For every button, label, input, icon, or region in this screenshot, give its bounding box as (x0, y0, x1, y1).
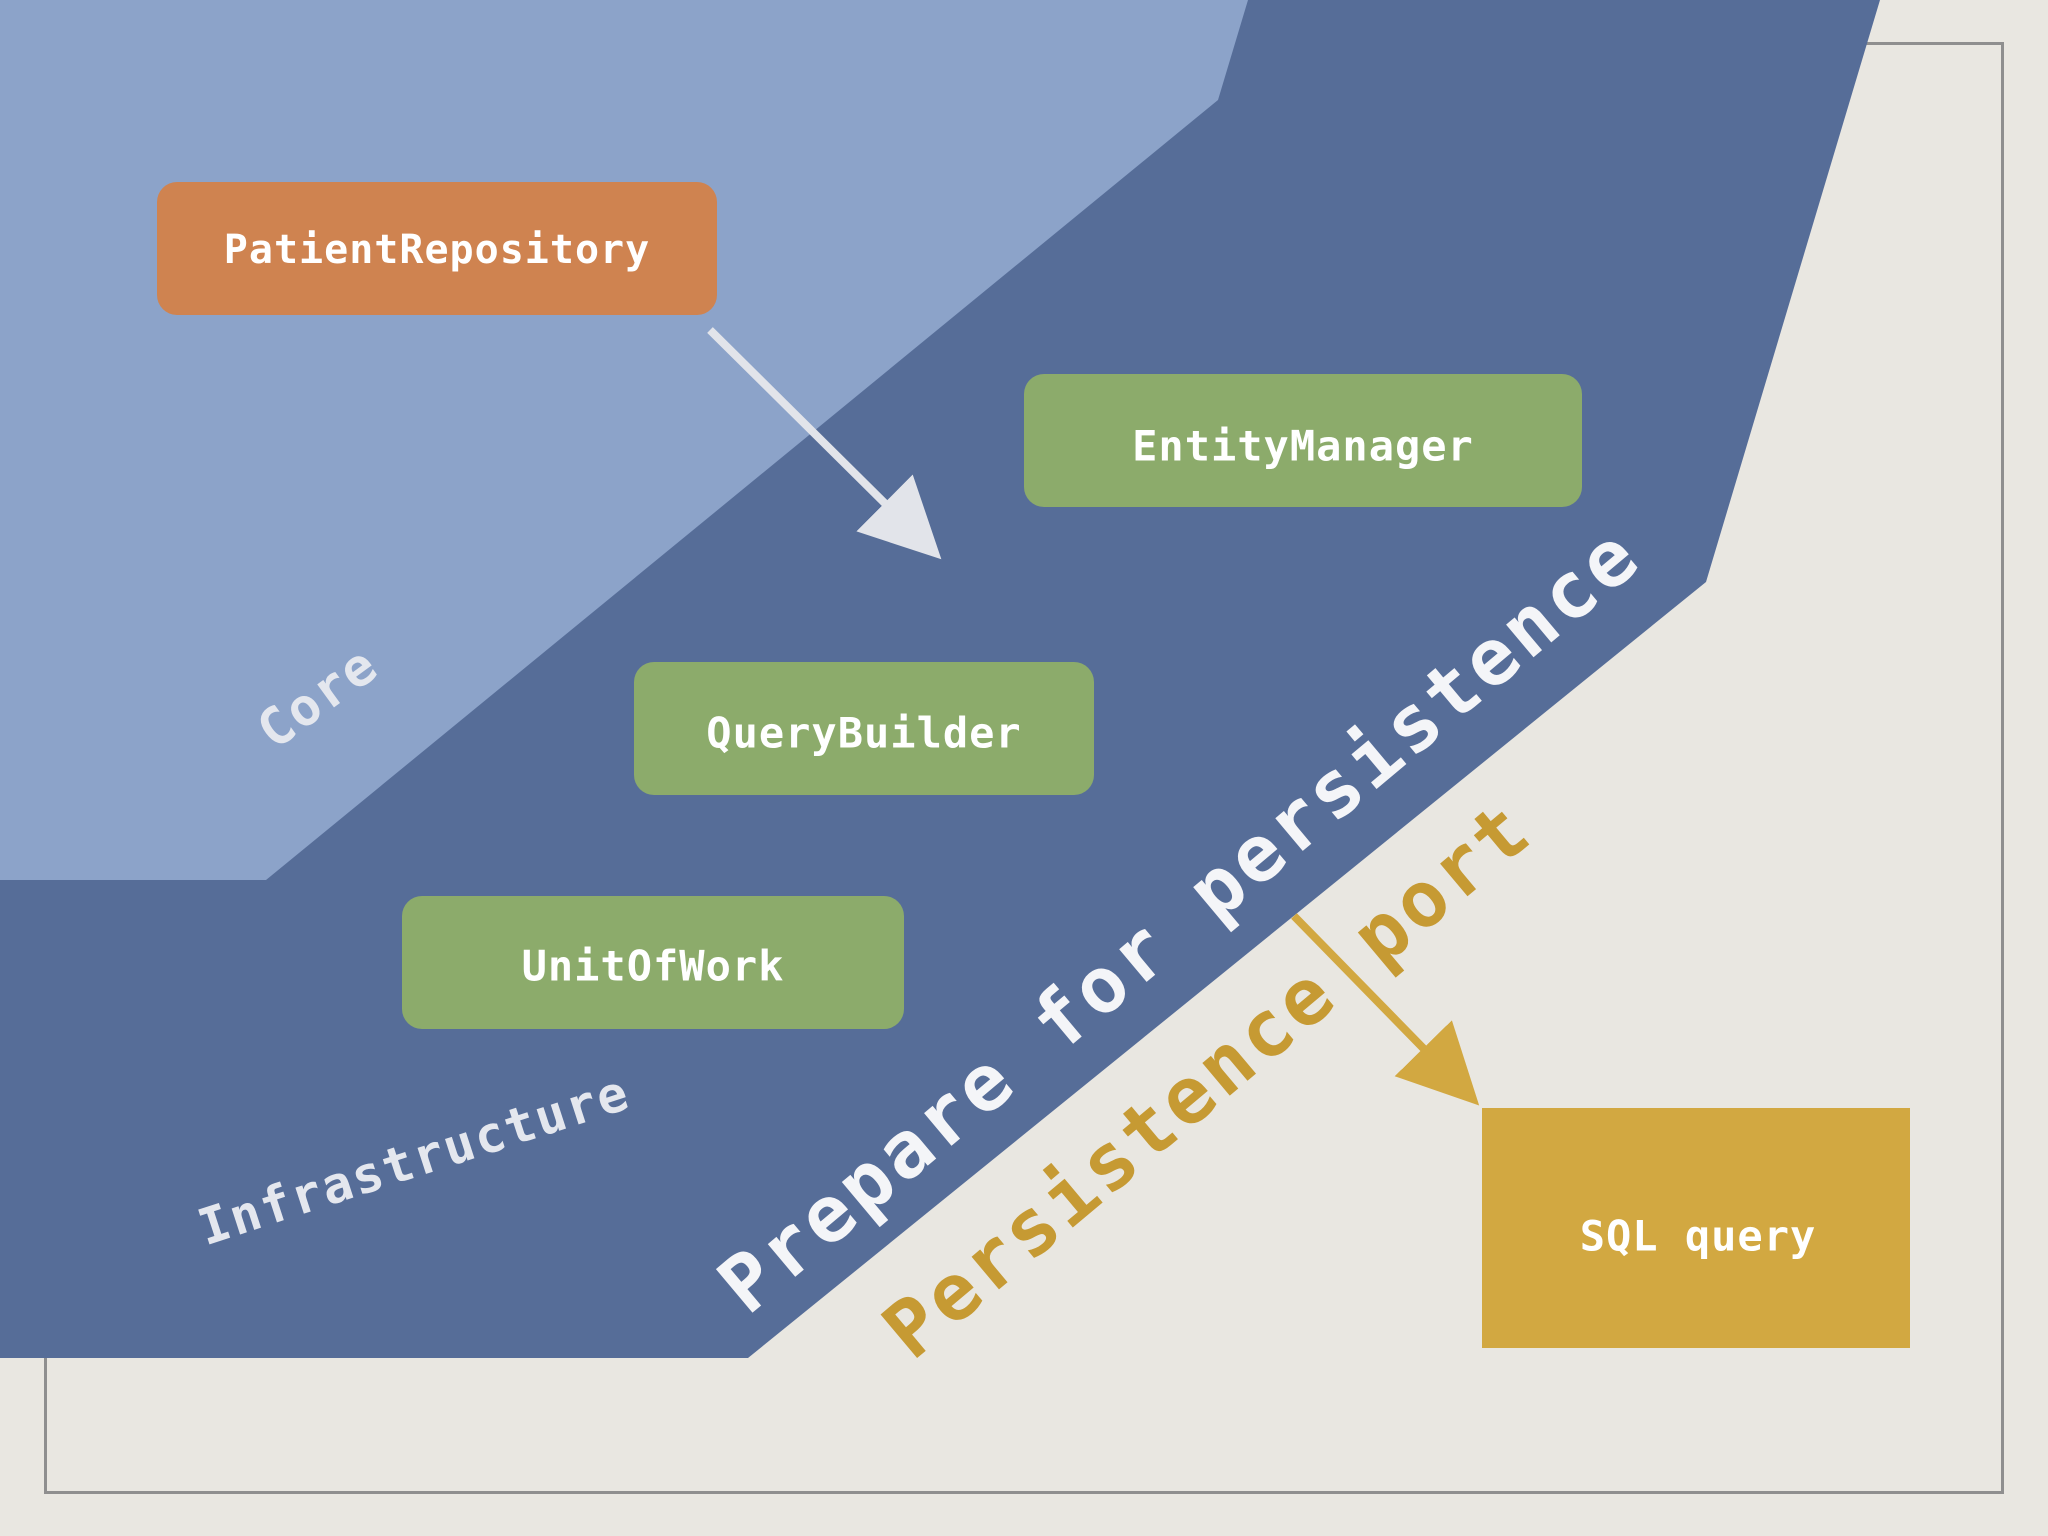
patient-repository-box: PatientRepository (157, 182, 717, 315)
repository-arrow (707, 327, 942, 560)
unit-of-work-label: UnitOfWork (522, 942, 785, 991)
query-builder-box: QueryBuilder (634, 662, 1094, 795)
query-builder-label: QueryBuilder (706, 709, 1021, 758)
sql-query-box: SQL query (1482, 1108, 1910, 1348)
entity-manager-box: EntityManager (1024, 374, 1582, 507)
sql-query-label: SQL query (1580, 1212, 1817, 1261)
entity-manager-label: EntityManager (1132, 422, 1474, 471)
patient-repository-label: PatientRepository (224, 227, 650, 273)
unit-of-work-box: UnitOfWork (402, 896, 904, 1029)
port-to-sql-arrow (1291, 913, 1480, 1106)
